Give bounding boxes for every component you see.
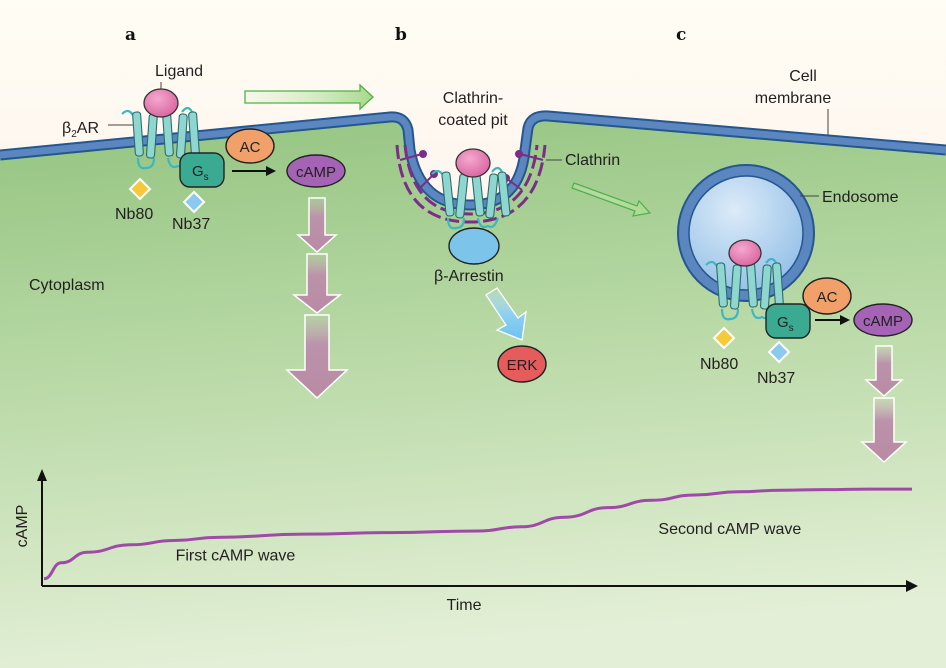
nb80-label-a: Nb80 [115, 206, 153, 223]
nb37-nanobody-c [767, 340, 791, 364]
receptor-helix [716, 262, 728, 308]
y-axis-arrowhead [37, 469, 47, 481]
receptor-loops [705, 257, 777, 321]
camp-label-a: cAMP [296, 164, 336, 181]
nb80-nanobody-c [712, 326, 736, 350]
ligand-a [143, 88, 179, 118]
arrowhead-c [840, 315, 850, 325]
arrestin-to-erk-arrow [485, 287, 527, 341]
nb37-label-a: Nb37 [172, 216, 210, 233]
erk-label: ERK [507, 357, 538, 374]
clathrin-coat [395, 144, 547, 224]
receptor-helix [759, 264, 772, 310]
endosome [677, 164, 815, 302]
receptor-loops [121, 106, 193, 170]
y-axis-label: cAMP [14, 505, 31, 548]
receptor-helix [175, 113, 188, 159]
cell-membrane-label-2: membrane [755, 90, 832, 107]
beta2ar-receptor-a [121, 106, 200, 170]
endosome-label: Endosome [822, 189, 899, 206]
camp-a: cAMP [286, 154, 346, 188]
beta-arrestin-label: β-Arrestin [434, 268, 504, 285]
x-axis-label: Time [447, 597, 482, 614]
camp-curve [43, 487, 912, 581]
panel-label-c: c [676, 25, 686, 45]
ac-enzyme-a: AC [225, 128, 275, 164]
cell-membrane-label-1: Cell [789, 68, 817, 85]
camp-c: cAMP [853, 303, 913, 337]
cytoplasm-label: Cytoplasm [29, 277, 105, 294]
signal-arrow-a-3 [285, 314, 349, 400]
clathrin-label: Clathrin [565, 152, 620, 169]
panel-label-a: a [125, 25, 136, 45]
ac-label-a: AC [240, 139, 261, 156]
clathrin-pit-label-1: Clathrin- [443, 90, 503, 107]
receptor-label: β2AR [62, 120, 99, 140]
annotation-first-wave: First cAMP wave [176, 548, 296, 565]
ac-label-c: AC [817, 289, 838, 306]
nb37-label-c: Nb37 [757, 370, 795, 387]
gs-protein-c: Gs [765, 303, 811, 339]
x-axis-arrowhead [906, 580, 918, 592]
beta2ar-receptor-c [705, 257, 784, 321]
nb80-label-c: Nb80 [700, 356, 738, 373]
receptor-helix [132, 111, 144, 157]
receptor-helix [441, 171, 455, 217]
signal-arrow-c-1 [864, 345, 904, 398]
cell-membrane [0, 112, 946, 209]
gs-label-c: Gs [777, 314, 794, 334]
beta-arrestin [448, 227, 500, 265]
erk-kinase: ERK [497, 345, 547, 383]
gs-protein-a: Gs [179, 152, 225, 188]
beta2ar-receptor-b [431, 166, 511, 230]
arrowhead-a [266, 166, 276, 176]
receptor-helix [485, 173, 499, 219]
flow-arrow-b-to-c [571, 182, 652, 217]
ligand-b [455, 148, 491, 178]
ligand-c [728, 239, 762, 267]
camp-time-chart: Time cAMP First cAMP wave Second cAMP wa… [14, 469, 918, 614]
receptor-helix [497, 171, 511, 217]
nb80-nanobody-a [128, 177, 152, 201]
camp-label-c: cAMP [863, 313, 903, 330]
gs-label-a: Gs [192, 163, 209, 183]
clathrin-pit-label-2: coated pit [438, 112, 508, 129]
panel-label-b: b [395, 25, 407, 45]
ligand-label: Ligand [155, 63, 203, 80]
nb37-nanobody-a [182, 190, 206, 214]
signal-arrow-c-2 [860, 397, 908, 464]
annotation-second-wave: Second cAMP wave [658, 521, 801, 538]
signal-arrow-a-2 [291, 253, 343, 314]
signal-arrow-a-1 [296, 197, 338, 254]
flow-arrow-a-to-b [244, 83, 374, 111]
ac-enzyme-c: AC [802, 277, 852, 315]
